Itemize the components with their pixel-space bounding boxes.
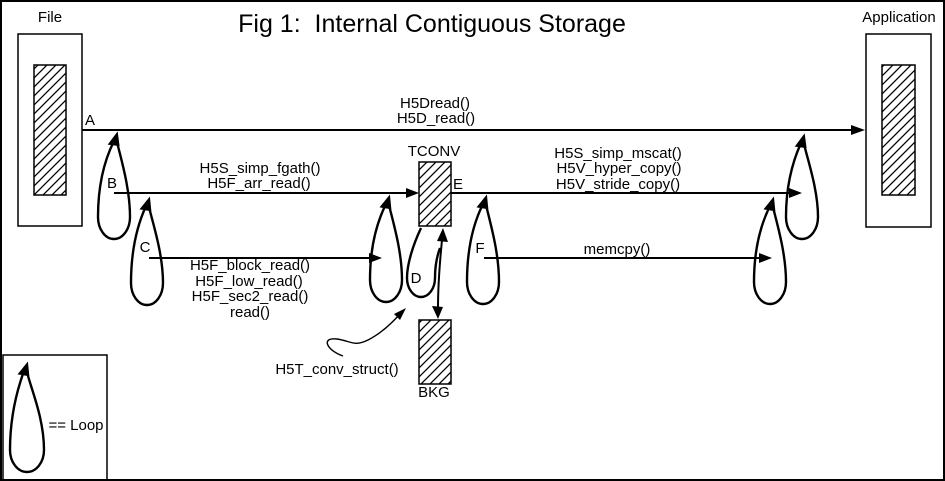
arrow-e [451, 188, 802, 198]
step-b-label: B [106, 175, 118, 192]
call-e-h5v-stride-copy: H5V_stride_copy() [555, 176, 681, 193]
figure-title: Fig 1: Internal Contiguous Storage [238, 10, 626, 38]
step-a-label: A [84, 112, 96, 129]
tconv-bkg-double-arrow [432, 228, 448, 319]
call-c-h5f-low-read: H5F_low_read() [195, 273, 303, 290]
loop-a-start [96, 131, 132, 241]
bkg-buffer-hatched [418, 319, 452, 385]
file-label: File [37, 9, 63, 26]
arrow-a [82, 125, 865, 135]
application-label: Application [862, 9, 936, 26]
loop-d-tconv [405, 227, 442, 299]
legend-box [2, 354, 108, 479]
call-e-h5s-simp-mscat: H5S_simp_mscat() [554, 145, 682, 162]
call-c-h5f-sec2-read: H5F_sec2_read() [191, 288, 309, 305]
application-buffer-hatched [881, 64, 916, 196]
step-f-label: F [475, 240, 485, 257]
loop-e-end [784, 133, 820, 241]
h5t-conv-struct-pointer-arrow [326, 308, 406, 357]
arrow-b [114, 188, 419, 198]
step-e-label: E [452, 176, 464, 193]
call-e-h5v-hyper-copy: H5V_hyper_copy() [556, 160, 682, 177]
tconv-label: TCONV [407, 143, 461, 160]
legend-loop-label: == Loop [48, 417, 104, 434]
call-d-h5t-conv-struct: H5T_conv_struct() [275, 361, 399, 378]
bkg-label: BKG [418, 384, 450, 401]
call-c-read: read() [229, 304, 271, 321]
legend-loop [8, 361, 46, 474]
call-a-h5dread: H5Dread() [399, 95, 471, 112]
call-a-h5d-read: H5D_read() [396, 110, 476, 127]
file-buffer-hatched [33, 64, 67, 196]
call-b-h5s-simp-fgath: H5S_simp_fgath() [199, 160, 321, 177]
step-c-label: C [139, 239, 151, 256]
loop-f-end [752, 196, 788, 306]
call-c-h5f-block-read: H5F_block_read() [189, 257, 311, 274]
loop-c-end [368, 194, 404, 304]
arrow-f [484, 253, 772, 263]
loop-b-start [129, 196, 165, 307]
step-d-label: D [410, 270, 422, 287]
tconv-buffer-hatched [418, 161, 452, 227]
call-b-h5f-arr-read: H5F_arr_read() [207, 175, 311, 192]
call-f-memcpy: memcpy() [583, 241, 651, 258]
loop-e-start [465, 194, 501, 306]
